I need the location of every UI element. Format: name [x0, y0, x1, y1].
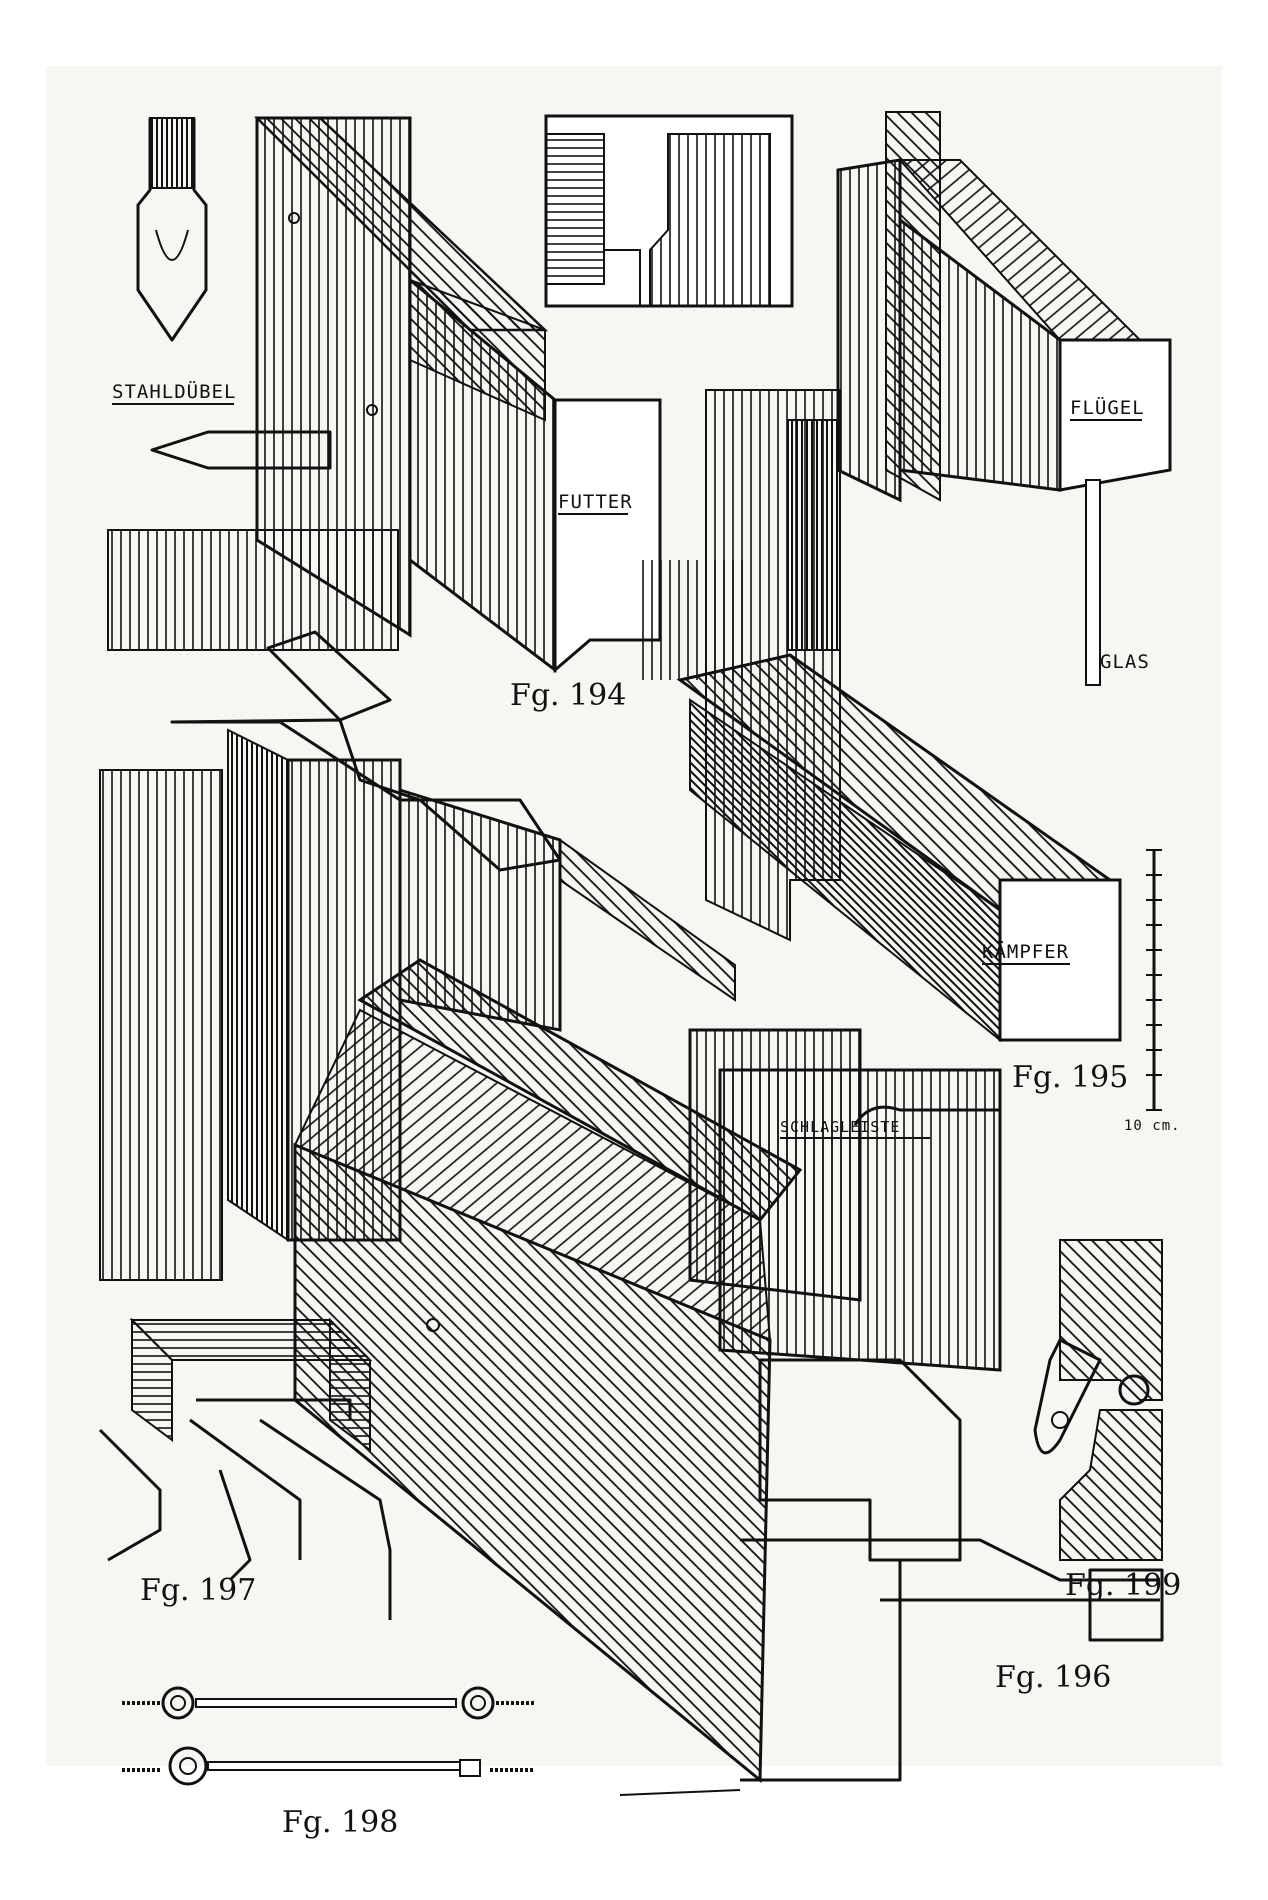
caption-fig197: Fg. 197 [140, 1573, 256, 1608]
labels-layer: STAHLDÜBEL FUTTER FLÜGEL GLAS KÄMPFER 10… [112, 380, 1181, 1840]
label-kampfer: KÄMPFER [982, 940, 1069, 963]
label-schlagleiste: SCHLAGLEISTE [780, 1118, 900, 1136]
label-futter: FUTTER [558, 491, 633, 513]
label-flugel: FLÜGEL [1070, 396, 1145, 419]
fig198-drawing [122, 1686, 534, 1786]
fig194-drawing [107, 116, 662, 722]
caption-fig195: Fg. 195 [1012, 1060, 1128, 1095]
fig195-drawing [640, 111, 1172, 1111]
fig196-drawing [99, 718, 1160, 1796]
caption-fig198: Fg. 198 [282, 1805, 398, 1840]
fig197-drawing [98, 1317, 392, 1620]
label-stahldubel: STAHLDÜBEL [112, 380, 236, 403]
label-scale: 10 cm. [1124, 1118, 1181, 1134]
caption-fig194: Fg. 194 [510, 678, 626, 713]
label-glas: GLAS [1100, 651, 1150, 673]
fig199-drawing [1033, 1239, 1164, 1642]
caption-fig196: Fg. 196 [995, 1660, 1111, 1695]
top-section-drawing [544, 114, 794, 308]
caption-fig199: Fg. 199 [1065, 1568, 1181, 1603]
